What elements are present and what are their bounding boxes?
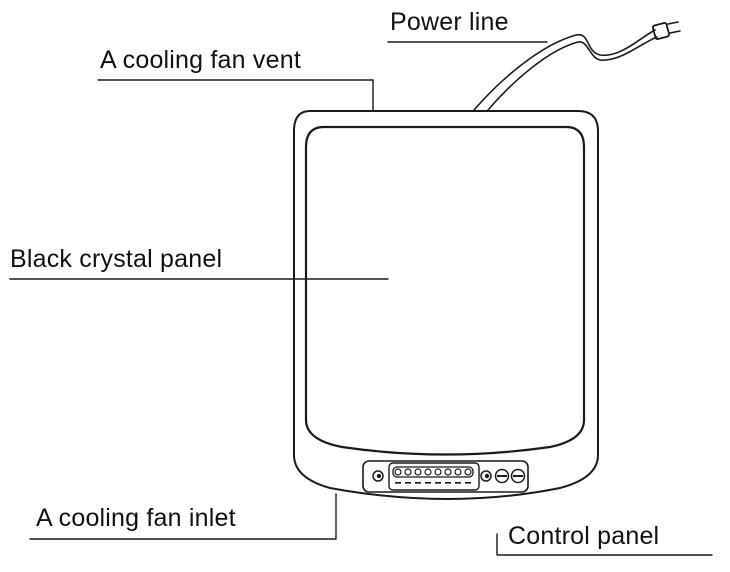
label-power-line: Power line	[390, 8, 509, 36]
label-control-panel: Control panel	[508, 522, 660, 550]
indicator-light	[434, 468, 442, 476]
power-button-dot	[376, 473, 382, 479]
minus-button[interactable]	[494, 468, 510, 484]
indicator-strip	[388, 462, 480, 491]
label-cooling-fan-inlet: A cooling fan inlet	[36, 504, 236, 532]
label-cooling-fan-vent: A cooling fan vent	[100, 46, 301, 74]
control-panel-frame	[362, 460, 529, 493]
indicator-bar	[392, 466, 474, 478]
power-button[interactable]	[372, 470, 384, 482]
leader-control-panel	[496, 533, 713, 556]
cooker-body-outline	[293, 110, 599, 500]
indicator-caption	[405, 482, 411, 484]
plug-prong-1	[667, 21, 679, 25]
power-cord	[473, 29, 656, 111]
indicator-caption	[425, 482, 431, 484]
indicator-light	[424, 468, 432, 476]
timer-button-dot	[484, 473, 490, 479]
indicator-caption	[435, 482, 441, 484]
indicator-lights	[394, 468, 472, 476]
leader-cooling-fan-inlet	[29, 493, 337, 540]
minus-button-glyph	[497, 475, 507, 477]
indicator-caption	[415, 482, 421, 484]
indicator-caption	[395, 482, 401, 484]
indicator-light	[464, 468, 472, 476]
indicator-caption	[465, 482, 471, 484]
power-plug-icon	[651, 21, 671, 41]
black-crystal-panel-outline	[304, 125, 586, 456]
indicator-caption	[445, 482, 451, 484]
indicator-light	[404, 468, 412, 476]
plus-button[interactable]	[510, 468, 526, 484]
indicator-light	[454, 468, 462, 476]
power-cord-inner	[487, 36, 658, 111]
indicator-light	[414, 468, 422, 476]
plug-prong-2	[669, 30, 681, 34]
plus-button-glyph	[513, 475, 523, 477]
indicator-light	[444, 468, 452, 476]
leader-cooling-fan-vent	[97, 79, 374, 111]
timer-button[interactable]	[480, 470, 492, 482]
label-black-crystal-panel: Black crystal panel	[10, 245, 223, 273]
indicator-light	[394, 468, 402, 476]
indicator-captions	[395, 482, 471, 484]
indicator-caption	[455, 482, 461, 484]
